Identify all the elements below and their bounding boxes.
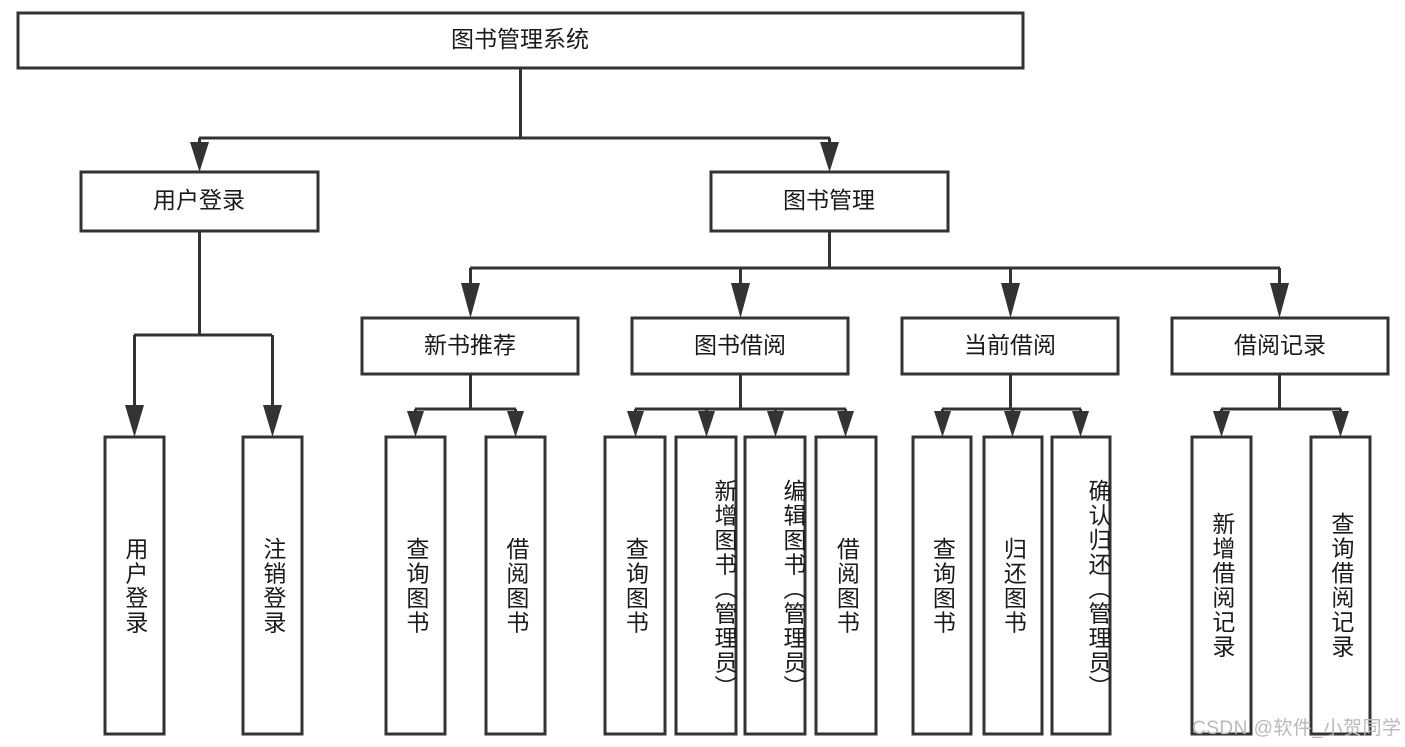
- node-box-leaf-query-books-current[interactable]: [911, 435, 973, 736]
- node-box-user-login[interactable]: [79, 170, 320, 233]
- arrowhead-borrow-books-recommend: [507, 411, 524, 437]
- arrowhead-add-borrow-record: [1213, 411, 1230, 437]
- arrowhead-current-borrow: [1001, 283, 1020, 318]
- arrowhead-query-borrow-record: [1332, 411, 1349, 437]
- node-box-leaf-confirm-return-admin[interactable]: [1050, 435, 1112, 736]
- node-box-leaf-query-books-recommend[interactable]: [384, 435, 447, 736]
- node-box-leaf-logout-login[interactable]: [241, 435, 304, 736]
- node-label-borrow-records: 借阅记录: [1234, 332, 1326, 358]
- node-label-book-borrow: 图书借阅: [694, 332, 786, 358]
- arrowhead-query-books-recommend: [407, 411, 424, 437]
- arrowhead-user-login: [190, 142, 209, 172]
- arrowhead-return-book: [1004, 411, 1021, 437]
- connector-layer: [125, 68, 1349, 437]
- node-label-new-book-recommend: 新书推荐: [424, 332, 516, 358]
- node-box-leaf-query-books-borrow[interactable]: [603, 435, 667, 736]
- node-box-book-borrow[interactable]: [630, 316, 850, 376]
- node-box-current-borrow[interactable]: [900, 316, 1120, 376]
- node-label-book-management: 图书管理: [783, 187, 875, 213]
- arrowhead-new-book-recommend: [461, 283, 480, 318]
- node-layer: 图书管理系统 用户登录 图书管理 新书推荐 图书借阅 当前借阅 借阅记录: [16, 11, 1390, 736]
- node-box-root[interactable]: [16, 11, 1025, 70]
- node-label-current-borrow: 当前借阅: [964, 332, 1056, 358]
- node-box-leaf-add-book-admin[interactable]: [674, 435, 738, 736]
- arrowhead-edit-book-admin: [767, 411, 784, 437]
- node-label-user-login: 用户登录: [153, 187, 245, 213]
- node-box-leaf-edit-book-admin[interactable]: [743, 435, 807, 736]
- arrowhead-leaf-logout: [263, 405, 282, 437]
- arrowhead-borrow-records: [1270, 283, 1289, 318]
- node-box-borrow-records[interactable]: [1170, 316, 1390, 376]
- node-box-leaf-query-borrow-record[interactable]: [1309, 435, 1372, 736]
- arrowhead-confirm-return-admin: [1072, 411, 1089, 437]
- node-box-leaf-user-login[interactable]: [103, 435, 166, 736]
- arrowhead-query-books-current: [934, 411, 951, 437]
- node-box-new-book-recommend[interactable]: [360, 316, 580, 376]
- csdn-watermark: CSDN @软件_小贺同学: [1192, 718, 1402, 739]
- arrowhead-query-books-borrow: [627, 411, 644, 437]
- node-label-root: 图书管理系统: [451, 26, 589, 52]
- arrowhead-add-book-admin: [698, 411, 715, 437]
- node-box-leaf-borrow-books-recommend[interactable]: [484, 435, 547, 736]
- node-box-leaf-return-book[interactable]: [982, 435, 1044, 736]
- arrowhead-leaf-user-login: [125, 405, 144, 437]
- arrowhead-book-management: [820, 142, 839, 172]
- node-box-leaf-add-borrow-record[interactable]: [1190, 435, 1253, 736]
- node-box-book-management[interactable]: [709, 170, 950, 233]
- arrowhead-book-borrow: [731, 283, 750, 318]
- node-box-leaf-borrow-book[interactable]: [814, 435, 878, 736]
- arrowhead-borrow-book: [837, 411, 854, 437]
